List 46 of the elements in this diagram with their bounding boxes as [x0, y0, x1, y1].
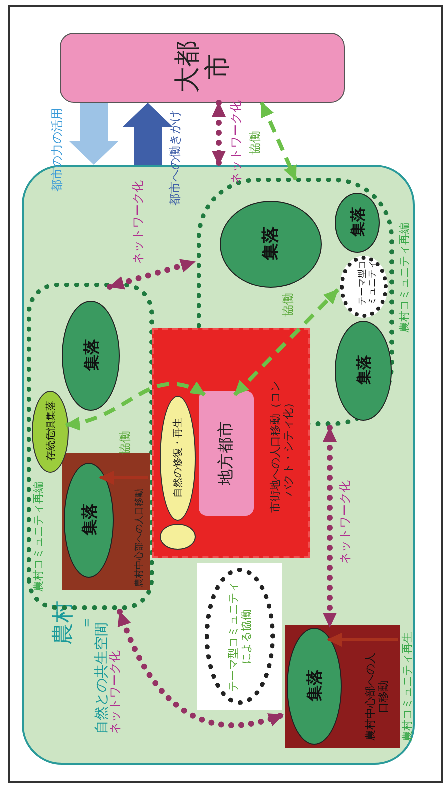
- ellipse-node: [335, 193, 380, 253]
- node-label: 農村コミュニティ再生: [402, 632, 414, 742]
- edge-label: 都市への働きかけ: [169, 110, 183, 206]
- group-label: 農村コミュニティ再編: [398, 223, 412, 333]
- node-label: 農村中心部への人口移動: [134, 488, 146, 588]
- node-label: 存続危惧集落: [46, 401, 58, 461]
- region-title: 自然との共生空間: [94, 622, 110, 734]
- node-label: 集落: [306, 670, 325, 702]
- arrow: [212, 100, 226, 168]
- region-title: ＝: [78, 616, 95, 630]
- arrow: [65, 382, 206, 430]
- arrow: [323, 425, 337, 630]
- edge-label: 都市の力の活用: [51, 108, 65, 192]
- edge-label: ネットワーク化: [132, 180, 146, 264]
- edge-label: ネットワーク化: [230, 100, 244, 184]
- edge-label: 協働: [282, 293, 296, 317]
- node-label: テーマ型コミュニティによる協働: [228, 581, 254, 693]
- node-label: 集落: [80, 504, 100, 536]
- edge-label: 協働: [118, 431, 132, 455]
- edge-label: 協働: [248, 131, 262, 155]
- node-label: 集落: [350, 207, 368, 237]
- arrow: [99, 471, 148, 485]
- group-label: 農村コミュニティ再編: [33, 482, 46, 592]
- block-arrow: [69, 103, 119, 165]
- edge-label: ネットワーク化: [339, 480, 353, 564]
- arrow: [107, 259, 198, 290]
- node-label: 市街地への人口移動（コンパクト・シティ化）: [270, 380, 296, 515]
- edge-label: ネットワーク化: [109, 650, 123, 734]
- arrow: [117, 609, 286, 728]
- ellipse-node: [62, 301, 120, 411]
- city-box: [199, 391, 254, 516]
- node-label: 集落: [262, 226, 282, 260]
- ellipse-node: [160, 396, 196, 521]
- ellipse-node: [160, 524, 196, 550]
- node-label: 自然の修復・再生: [173, 418, 185, 498]
- node-label: 大都市: [174, 40, 234, 95]
- node-label: 地方都市: [217, 422, 236, 486]
- node-label: 集落: [356, 355, 374, 385]
- panel-box: [152, 328, 310, 558]
- arrow: [260, 102, 298, 181]
- node-label: テーマ型コミュニティ: [358, 260, 378, 306]
- panel-box: [62, 453, 150, 590]
- node-label: 農村中心部への人口移動: [365, 652, 391, 743]
- arrow: [234, 288, 340, 396]
- node-label: 集落: [82, 339, 102, 371]
- arrow: [327, 633, 398, 647]
